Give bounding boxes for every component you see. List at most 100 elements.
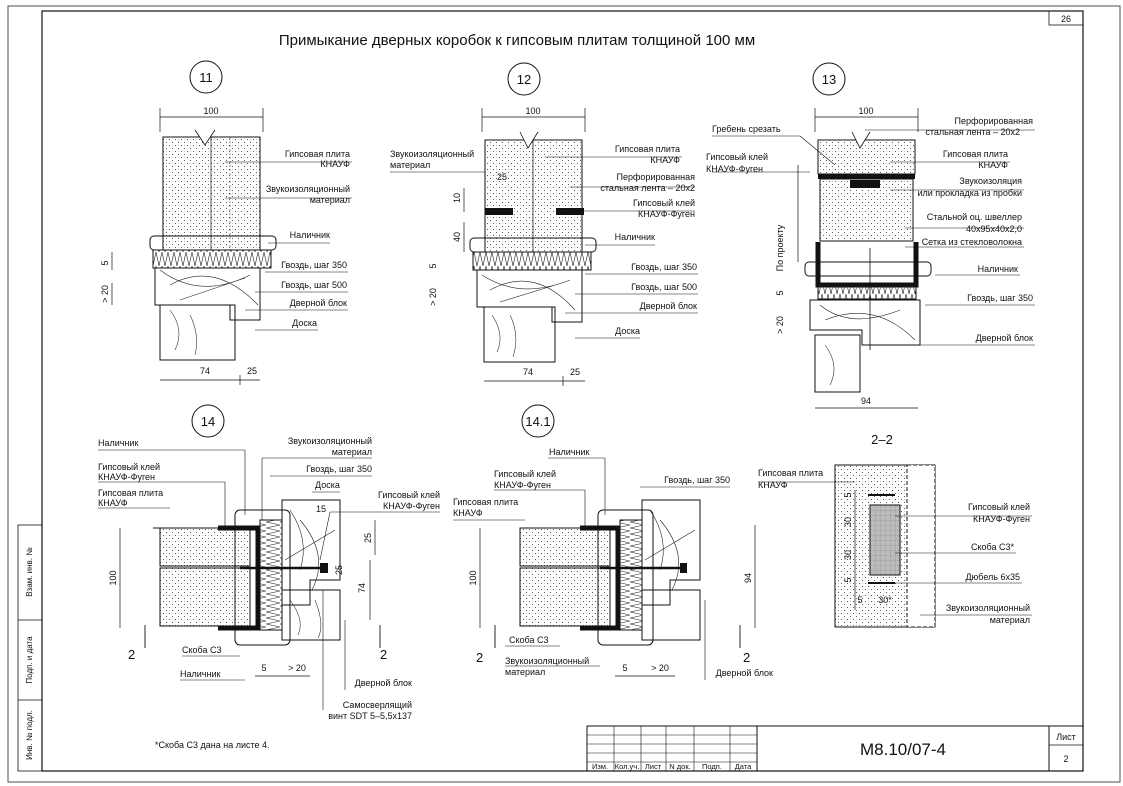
title-block: Изм. Кол.уч. Лист N док. Подп. Дата М8.1… (586, 725, 1084, 772)
dimension-label: > 20 (288, 663, 306, 673)
callout-label: Скоба С3 (509, 635, 549, 645)
callout-label: Гипсовая плита (758, 468, 823, 478)
section-mark: 2 (380, 647, 387, 662)
callout-label: Гребень срезать (712, 124, 781, 134)
callout-label: материал (310, 195, 350, 205)
detail-11: 11 100 74 25 5 > 20 Гипсовая пли (100, 60, 352, 385)
dimension-label: 100 (858, 106, 873, 116)
callout-label: Гипсовый клей (378, 490, 440, 500)
callout-label: стальная лента – 20х2 (925, 127, 1020, 137)
callout-label: Звукоизоляционный (390, 149, 474, 159)
dimension-label: 94 (861, 396, 871, 406)
callout-label: Наличник (549, 447, 589, 457)
callout-label: Звукоизоляционный (288, 436, 372, 446)
callout-label: КНАУФ-Фуген (706, 164, 763, 174)
callout-label: Скоба С3 (182, 645, 222, 655)
steel-channel (815, 242, 919, 288)
callout-label: Самосверлящий (343, 700, 412, 710)
callout-label: Дюбель 6х35 (965, 572, 1020, 582)
callout-label: Гипсовая плита (98, 488, 163, 498)
detail-14: 14 100 15 25 25 74 5 > 20 2 2 (98, 404, 440, 721)
callout-label: материал (332, 447, 372, 457)
dimension-label: 94 (743, 573, 753, 583)
callout-label: 40х95х40х2,0 (966, 224, 1022, 234)
callout-label: Наличник (978, 264, 1018, 274)
callout-label: Скоба С3* (971, 542, 1015, 552)
callout-label: КНАУФ-Фуген (638, 209, 695, 219)
detail-14-1: 14.1 100 94 5 > 20 2 2 (453, 404, 773, 680)
section-mark: 2 (476, 650, 483, 665)
callout-label: Кол.уч. (615, 762, 640, 771)
callout-label: или прокладка из пробки (917, 188, 1022, 198)
dimension-label: 74 (200, 366, 210, 376)
drawing-code: М8.10/07-4 (860, 740, 946, 759)
dimension-label: 5 (775, 290, 785, 295)
callout-label: Гипсовая плита (453, 497, 518, 507)
callout-label: КНАУФ (758, 480, 788, 490)
callout-label: Гвоздь, шаг 350 (306, 464, 372, 474)
callout-label: Лист (1056, 732, 1076, 742)
dimension-label: 100 (108, 570, 118, 585)
callout-label: Гипсовый клей (98, 462, 160, 472)
dimension-label: 100 (203, 106, 218, 116)
callout-label: материал (505, 667, 545, 677)
callout-label: Наличник (615, 232, 655, 242)
callout-label: материал (390, 160, 430, 170)
callout-label: N док. (669, 762, 690, 771)
detail-number: 11 (199, 70, 213, 85)
callout-label: Доска (615, 326, 640, 336)
callout-label: Дверной блок (976, 333, 1033, 343)
callout-label: Звукоизоляционный (266, 184, 350, 194)
callout-label: Перфорированная (617, 172, 696, 182)
dimension-label: По проекту (775, 224, 785, 271)
section-mark: 2 (743, 650, 750, 665)
callout-label: Гипсовая плита (615, 144, 680, 154)
dimension-label: 5 (857, 595, 862, 605)
callout-label: Звукоизоляционный (946, 603, 1030, 613)
dimension-label: 25 (247, 366, 257, 376)
callout-label: КНАУФ (320, 159, 350, 169)
callout-label: КНАУФ (650, 155, 680, 165)
callout-label: Гипсовый клей (968, 502, 1030, 512)
callout-label: Доска (292, 318, 317, 328)
callout-label: КНАУФ (98, 498, 128, 508)
page-title: Примыкание дверных коробок к гипсовым пл… (279, 32, 755, 49)
dimension-label: 5 (843, 492, 853, 497)
callout-label: Изм. (592, 762, 608, 771)
callout-label: Стальной оц. швеллер (927, 212, 1022, 222)
dimension-label: 74 (523, 367, 533, 377)
callout-label: Дверной блок (355, 678, 412, 688)
callout-label: стальная лента – 20х2 (600, 183, 695, 193)
section-2-2: 2–2 5 30 30 5 5 30* Гипсовая плита КНАУФ… (758, 432, 1032, 628)
callout-label: КНАУФ (453, 508, 483, 518)
dimension-label: 25 (570, 367, 580, 377)
callout-label: Гипсовый клей (706, 152, 768, 162)
detail-13: 13 100 94 По проекту 5 > 20 (706, 62, 1035, 409)
detail-number: 14 (201, 414, 215, 429)
sheet-frame (7, 5, 1121, 783)
callout-label: Дверной блок (716, 668, 773, 678)
callout-label: Лист (645, 762, 662, 771)
dimension-label: 5 (428, 263, 438, 268)
dimension-label: > 20 (775, 316, 785, 334)
callout-label: Наличник (98, 438, 138, 448)
callout-label: материал (990, 615, 1030, 625)
callout-label: Перфорированная (955, 116, 1034, 126)
dimension-label: 40 (452, 232, 462, 242)
callout-label: Гвоздь, шаг 350 (664, 475, 730, 485)
detail-number: 13 (822, 72, 836, 87)
page-corner-number: 26 (1061, 14, 1071, 24)
callout-label: Гипсовая плита (285, 149, 350, 159)
dimension-label: 30 (843, 550, 853, 560)
drawing-frame (41, 10, 1084, 772)
callout-label: 2 (1063, 754, 1068, 764)
section-mark: 2 (128, 647, 135, 662)
dimension-label: 74 (357, 583, 367, 593)
dimension-label: 10 (452, 193, 462, 203)
callout-label: Гвоздь, шаг 500 (631, 282, 697, 292)
gypsum-board (162, 136, 261, 251)
callout-label: КНАУФ-Фуген (494, 480, 551, 490)
callout-label: КНАУФ-Фуген (383, 501, 440, 511)
bracket-c3 (869, 504, 901, 576)
dimension-label: > 20 (428, 288, 438, 306)
